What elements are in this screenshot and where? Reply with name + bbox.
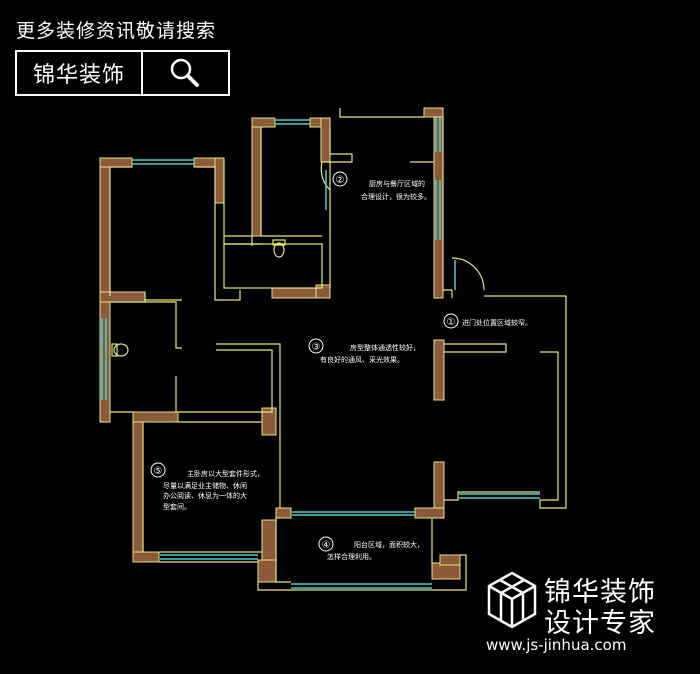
note-5: 主卧房以大型套件形式， 尽量以满足业主储物、休闲 办公阅读、休息为一体的大 型套… xyxy=(150,462,264,511)
note-5-number: ⑤ xyxy=(154,466,163,477)
note-5-line-2: 尽量以满足业主储物、休闲 xyxy=(163,481,247,490)
note-4-number: ④ xyxy=(322,540,331,551)
outline-walls xyxy=(109,108,567,591)
note-4-line-1: 阳台区域，面积较大， xyxy=(354,540,424,549)
search-button[interactable] xyxy=(143,52,228,94)
note-1-number: ① xyxy=(447,317,456,328)
note-2-line-2: 合理设计，很为较多。 xyxy=(361,192,431,201)
watermark-line-1: 锦华装饰 xyxy=(544,577,656,608)
watermark-url: www.js-jinhua.com xyxy=(486,636,627,654)
note-1: 进门处位置区域较窄。 xyxy=(443,313,532,329)
note-1-text: 进门处位置区域较窄。 xyxy=(462,318,532,327)
note-2: 厨房与餐厅区域的 合理设计，很为较多。 xyxy=(332,171,431,201)
note-3-number: ③ xyxy=(312,342,321,353)
note-5-line-3: 办公阅读、休息为一体的大 xyxy=(163,491,247,500)
brand-search-box[interactable]: 锦华装饰 xyxy=(15,50,230,96)
note-2-number: ② xyxy=(336,175,345,186)
note-2-line-1: 厨房与餐厅区域的 xyxy=(369,179,425,188)
windows xyxy=(101,117,540,589)
brand-name: 锦华装饰 xyxy=(17,52,143,94)
note-4: 阳台区域，面积较大， 怎样合理利用。 xyxy=(318,536,424,561)
note-5-line-1: 主卧房以大型套件形式， xyxy=(187,469,264,478)
note-numbers: ① ② ③ ④ ⑤ xyxy=(154,175,456,551)
note-5-line-4: 型套间。 xyxy=(163,502,191,511)
cube-logo-icon xyxy=(487,571,537,629)
note-3: 房型整体通透性较好， 有良好的通风、采光效果。 xyxy=(308,338,420,364)
note-3-line-1: 房型整体通透性较好， xyxy=(350,343,420,352)
more-info-banner: 更多装修资讯敬请搜索 xyxy=(16,20,217,42)
magnifier-icon xyxy=(170,58,199,87)
note-3-line-2: 有良好的通风、采光效果。 xyxy=(320,355,404,364)
note-4-line-2: 怎样合理利用。 xyxy=(327,552,376,561)
watermark-line-2: 设计专家 xyxy=(544,608,656,639)
